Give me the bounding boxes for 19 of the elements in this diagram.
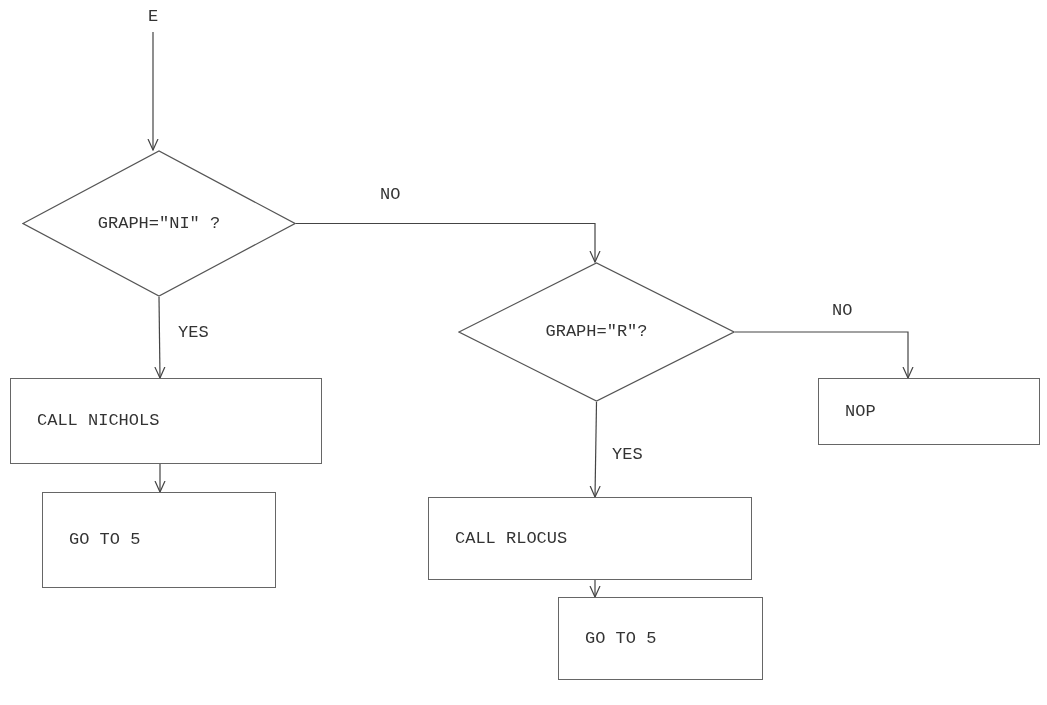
arrow [589, 579, 601, 598]
decision-diamond: GRAPH="R"? [458, 262, 735, 402]
arrow [147, 31, 159, 151]
process-box: NOP [818, 378, 1040, 445]
edge-label: NO [832, 302, 853, 319]
process-box: GO TO 5 [42, 492, 276, 588]
arrow [734, 331, 914, 379]
process-box: CALL RLOCUS [428, 497, 752, 580]
arrow [154, 463, 166, 493]
arrow [154, 296, 166, 379]
edge-label: YES [612, 446, 643, 463]
edge-label: YES [178, 324, 209, 341]
decision-diamond: GRAPH="NI" ? [22, 150, 296, 297]
edge-label: NO [380, 186, 401, 203]
arrow [589, 401, 601, 498]
arrow [295, 222, 601, 263]
start-label: E [138, 2, 168, 32]
process-box: GO TO 5 [558, 597, 763, 680]
process-box: CALL NICHOLS [10, 378, 322, 464]
